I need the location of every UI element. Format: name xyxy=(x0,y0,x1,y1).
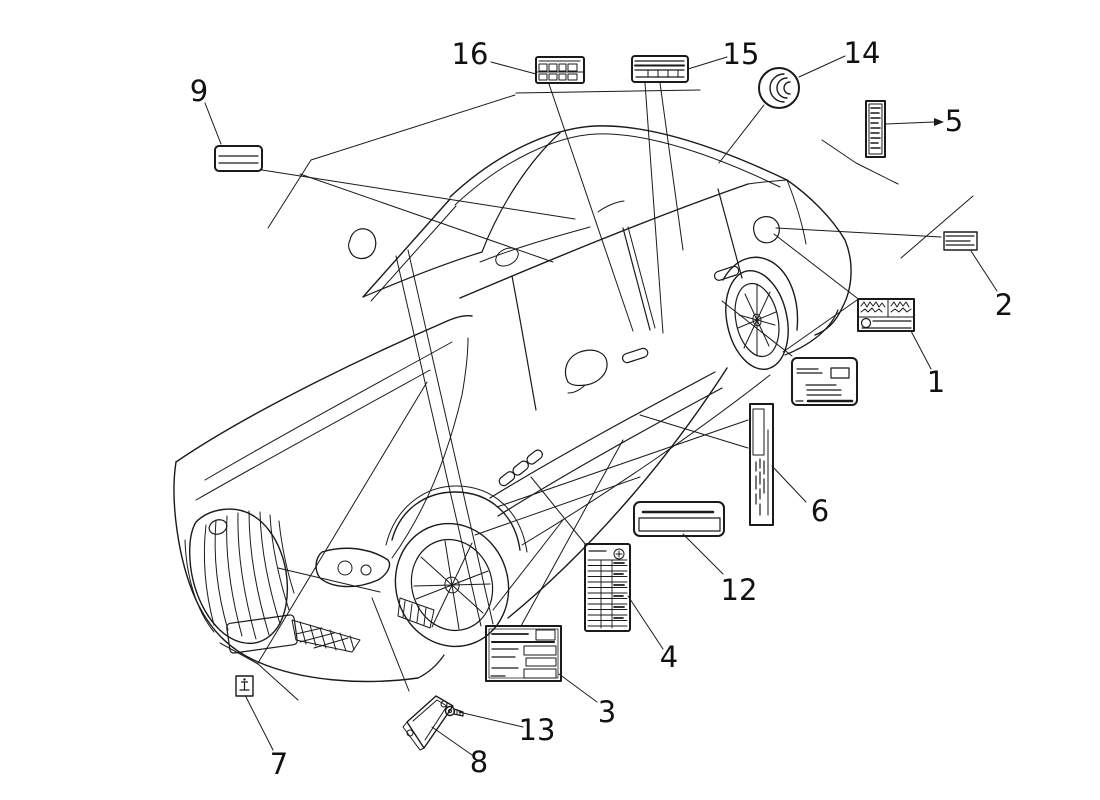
callout-2: 2 xyxy=(995,288,1013,322)
label-14-glyph heated-glass-symbol xyxy=(758,67,800,109)
callout-7: 7 xyxy=(270,747,288,781)
data-card-label xyxy=(791,357,858,406)
callout-14: 14 xyxy=(844,36,881,70)
rear-door-handle xyxy=(713,265,740,281)
callout-12: 12 xyxy=(721,573,758,607)
callout-1: 1 xyxy=(927,365,945,399)
arrowhead-to-5 xyxy=(934,118,944,126)
callout-numbers: 1 2 3 4 5 6 7 8 9 12 13 14 15 16 xyxy=(190,36,1013,781)
callout-5: 5 xyxy=(945,104,963,138)
label-9-glyph xyxy=(214,145,263,172)
callout-16: 16 xyxy=(452,37,489,71)
front-wheel xyxy=(385,485,528,648)
label-3-glyph xyxy=(485,625,562,682)
front-plate-recess xyxy=(226,614,298,654)
far-mirror xyxy=(347,228,377,260)
callout-4: 4 xyxy=(660,640,678,674)
label-7-glyph jack-point-symbol xyxy=(235,675,254,697)
grille-emblem xyxy=(208,519,228,535)
label-12-glyph xyxy=(633,501,725,537)
label-2-glyph xyxy=(943,231,978,251)
label-15-glyph xyxy=(631,55,689,83)
label-13-glyph fastener-screw xyxy=(444,705,464,717)
grille-slats xyxy=(203,510,295,640)
front-door-handle xyxy=(621,347,649,364)
rear-wheel xyxy=(722,256,799,371)
callout-9: 9 xyxy=(190,74,208,108)
label-5-glyph xyxy=(865,100,886,158)
label-6-glyph xyxy=(749,403,774,526)
interior-hints xyxy=(479,200,625,267)
callout-6: 6 xyxy=(811,494,829,528)
callout-15: 15 xyxy=(723,37,760,71)
leader-lines xyxy=(204,55,998,756)
label-1-glyph xyxy=(857,298,915,332)
bumper-mesh xyxy=(291,597,435,653)
fuel-filler-cap xyxy=(753,216,780,244)
side-mirror xyxy=(564,349,608,394)
label-8-glyph riveted-plate xyxy=(402,695,454,751)
callout-3: 3 xyxy=(598,695,616,729)
headlight xyxy=(315,547,391,588)
sill-oval-stickers xyxy=(498,449,543,487)
car-line-art xyxy=(173,125,852,683)
label-16-glyph xyxy=(535,56,585,84)
callout-8: 8 xyxy=(470,745,488,779)
label-4-glyph xyxy=(584,543,631,632)
callout-13: 13 xyxy=(519,713,556,747)
boundary-lines xyxy=(219,89,974,701)
